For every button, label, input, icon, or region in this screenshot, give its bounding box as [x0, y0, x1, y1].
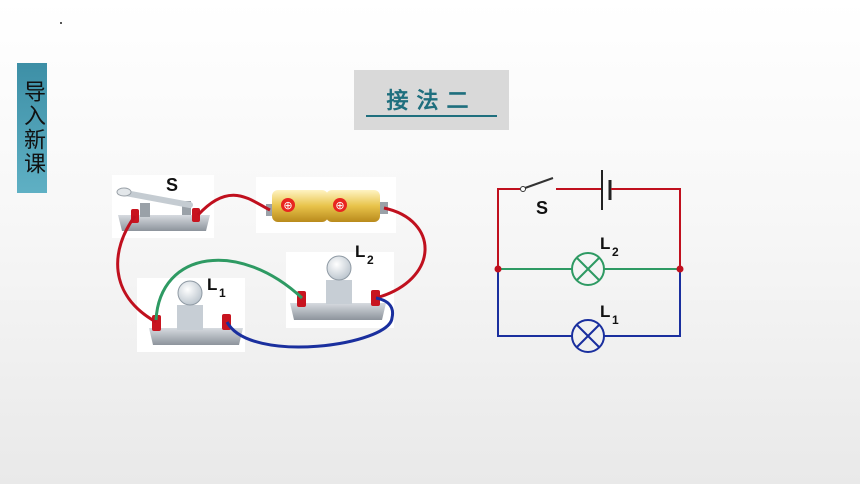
switch-handle: [116, 187, 132, 197]
lamp2-symbol-icon: [571, 252, 605, 286]
lamp2-label: L: [355, 242, 365, 261]
lamp1-base: [149, 328, 243, 345]
corner-dot: [60, 22, 62, 24]
lamp1-terminal: [152, 315, 161, 331]
schematic-lamp2-subscript: 2: [612, 245, 619, 259]
red-wire: [375, 206, 427, 300]
lamp1-component: [137, 278, 245, 352]
schematic-red-wire: [611, 188, 681, 269]
schematic-switch-label: S: [536, 198, 548, 218]
lamp1-label: L: [207, 275, 217, 294]
lamp2-base: [290, 303, 386, 320]
green-wire: [154, 258, 304, 321]
title-box: 接法二: [354, 70, 509, 130]
battery-plus-sign: ⊕: [283, 199, 292, 212]
junction-dot: [494, 265, 502, 273]
page-title: 接法二: [386, 89, 477, 114]
switch-post: [140, 203, 150, 217]
lamp1-symbol-icon: [571, 319, 605, 353]
lamp2-holder: [326, 280, 352, 304]
lamp2-terminal: [371, 290, 380, 306]
lamp1-symbol-cross: [576, 324, 600, 348]
lamp2-symbol-cross: [576, 257, 600, 281]
schematic-lamp1-label: L: [600, 302, 610, 321]
battery-component: ⊕ ⊕: [256, 177, 396, 233]
battery-plus-icon: [333, 198, 347, 212]
schematic-blue-wire: [497, 269, 572, 337]
section-tab-label: 导入新课: [20, 80, 45, 176]
switch-blade-icon: [524, 177, 554, 189]
lamp2-component: [286, 252, 394, 328]
switch-post: [182, 201, 191, 215]
switch-terminal: [192, 208, 200, 222]
lamp2-bulb-icon: [326, 255, 352, 281]
red-wire: [116, 215, 157, 324]
lamp2-subscript: 2: [367, 253, 374, 267]
switch-contact-icon: [520, 186, 526, 192]
blue-wire: [225, 296, 395, 349]
schematic: S L 2 L 1: [494, 170, 684, 353]
junction-dot: [676, 265, 684, 273]
schematic-lamp2-label: L: [600, 234, 610, 253]
lamp1-bulb-icon: [177, 280, 203, 306]
schematic-lamp1-subscript: 1: [612, 313, 619, 327]
switch-label: S: [166, 175, 178, 195]
section-tab: 导入新课: [17, 63, 47, 193]
title-underline: [366, 115, 497, 117]
battery-cell: [272, 190, 328, 222]
switch-lever: [117, 189, 193, 208]
lamp1-subscript: 1: [219, 286, 226, 300]
lamp1-holder: [177, 305, 203, 330]
red-wire: [196, 193, 271, 217]
switch-base: [118, 215, 210, 231]
battery-cell: [326, 190, 380, 222]
battery-plus-sign: ⊕: [335, 199, 344, 212]
schematic-blue-wire: [604, 269, 681, 337]
schematic-red-wire: [497, 188, 520, 269]
battery-plus-icon: [281, 198, 295, 212]
